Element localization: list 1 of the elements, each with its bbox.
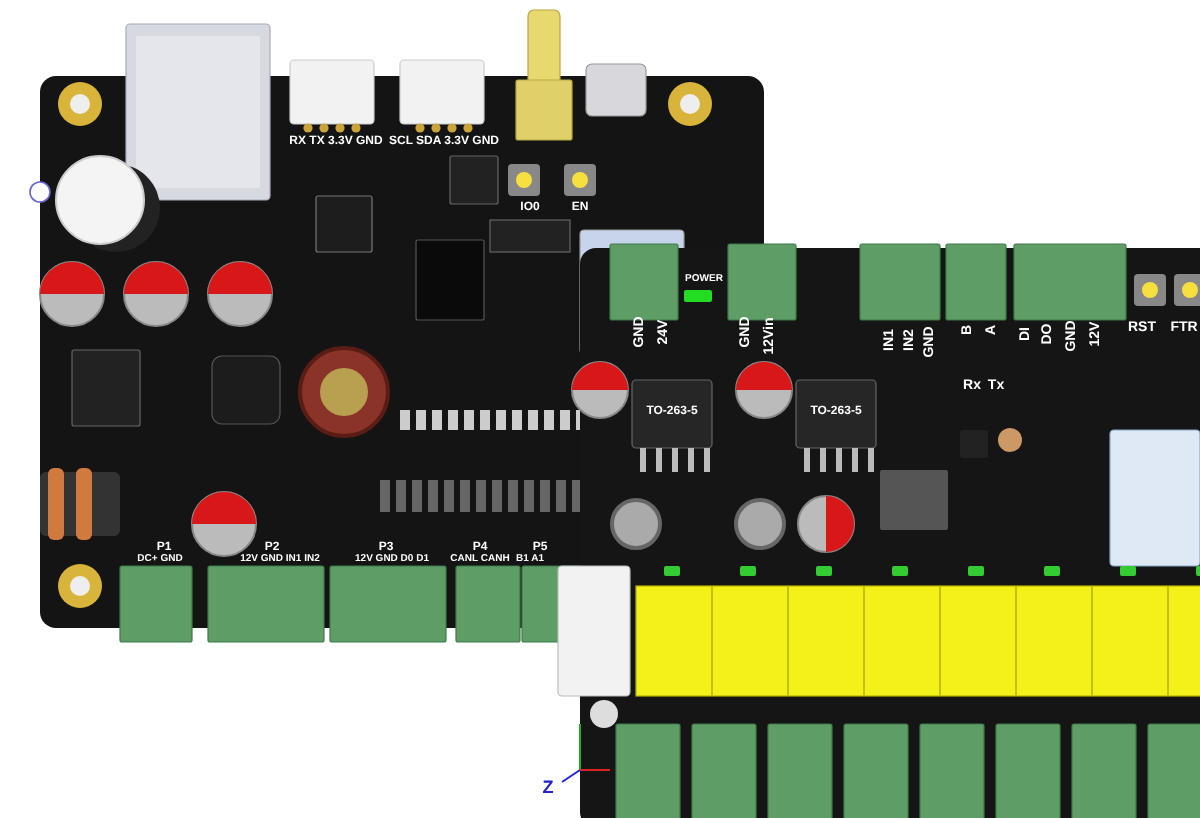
axis-label: Z [542,779,554,797]
